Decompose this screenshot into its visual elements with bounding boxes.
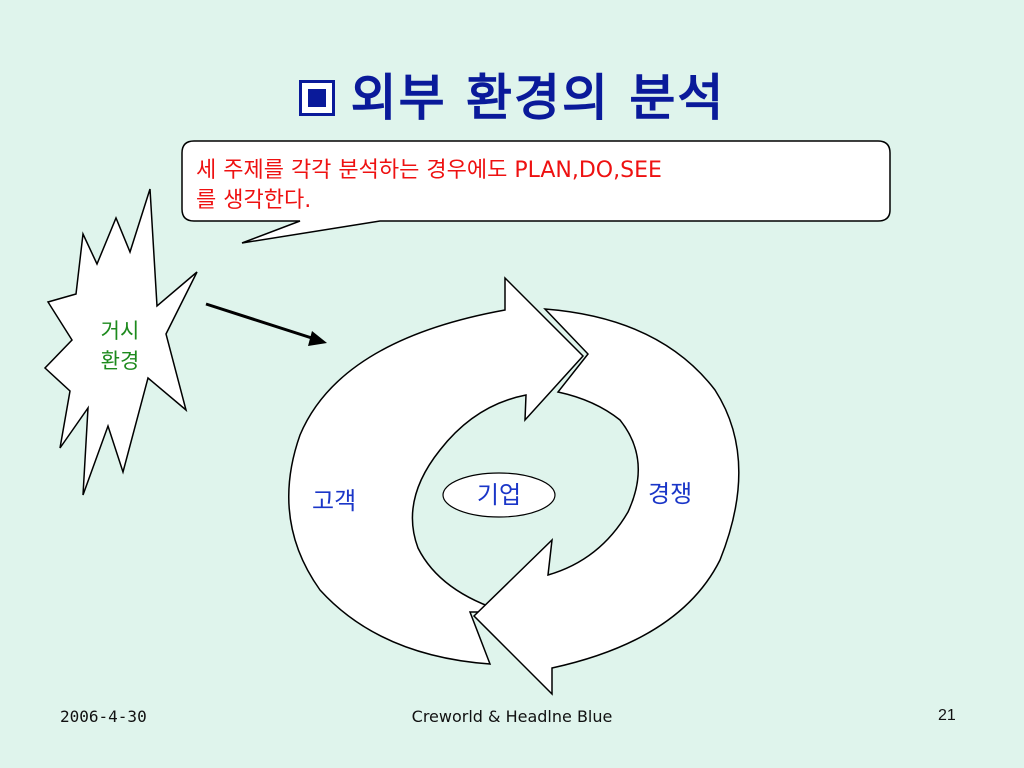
page-number: 21 [938, 707, 956, 724]
callout-line-1: 세 주제를 각각 분석하는 경우에도 PLAN,DO,SEE [196, 158, 662, 183]
influence-arrow-head [308, 331, 327, 346]
callout-line-2: 를 생각한다. [196, 188, 312, 213]
influence-arrow-line [205, 302, 319, 342]
competition-label: 경쟁 [648, 480, 693, 508]
company-ellipse [442, 472, 556, 518]
footer-center-text: Creworld & Headlne Blue [411, 707, 613, 726]
macro-environment-line-1: 거시 [100, 319, 140, 343]
square-bullet-icon [298, 79, 335, 116]
callout-bubble [181, 140, 891, 244]
macro-environment-line-2: 환경 [100, 349, 140, 373]
footer-date: 2006-4-30 [60, 707, 147, 726]
callout-text: 세 주제를 각각 분석하는 경우에도 PLAN,DO,SEE 를 생각한다. [196, 156, 876, 216]
slide-title-text: 외부 환경의 분석 [350, 69, 726, 127]
cycle-arrow-lower [472, 308, 740, 696]
cycle-arrow-upper [288, 276, 585, 665]
macro-environment-star [43, 188, 198, 496]
company-label: 기업 [476, 481, 522, 509]
customer-label: 고객 [312, 487, 357, 515]
macro-environment-label: 거시 환경 [80, 316, 160, 376]
slide-title: 외부 환경의 분석 [0, 58, 1024, 130]
